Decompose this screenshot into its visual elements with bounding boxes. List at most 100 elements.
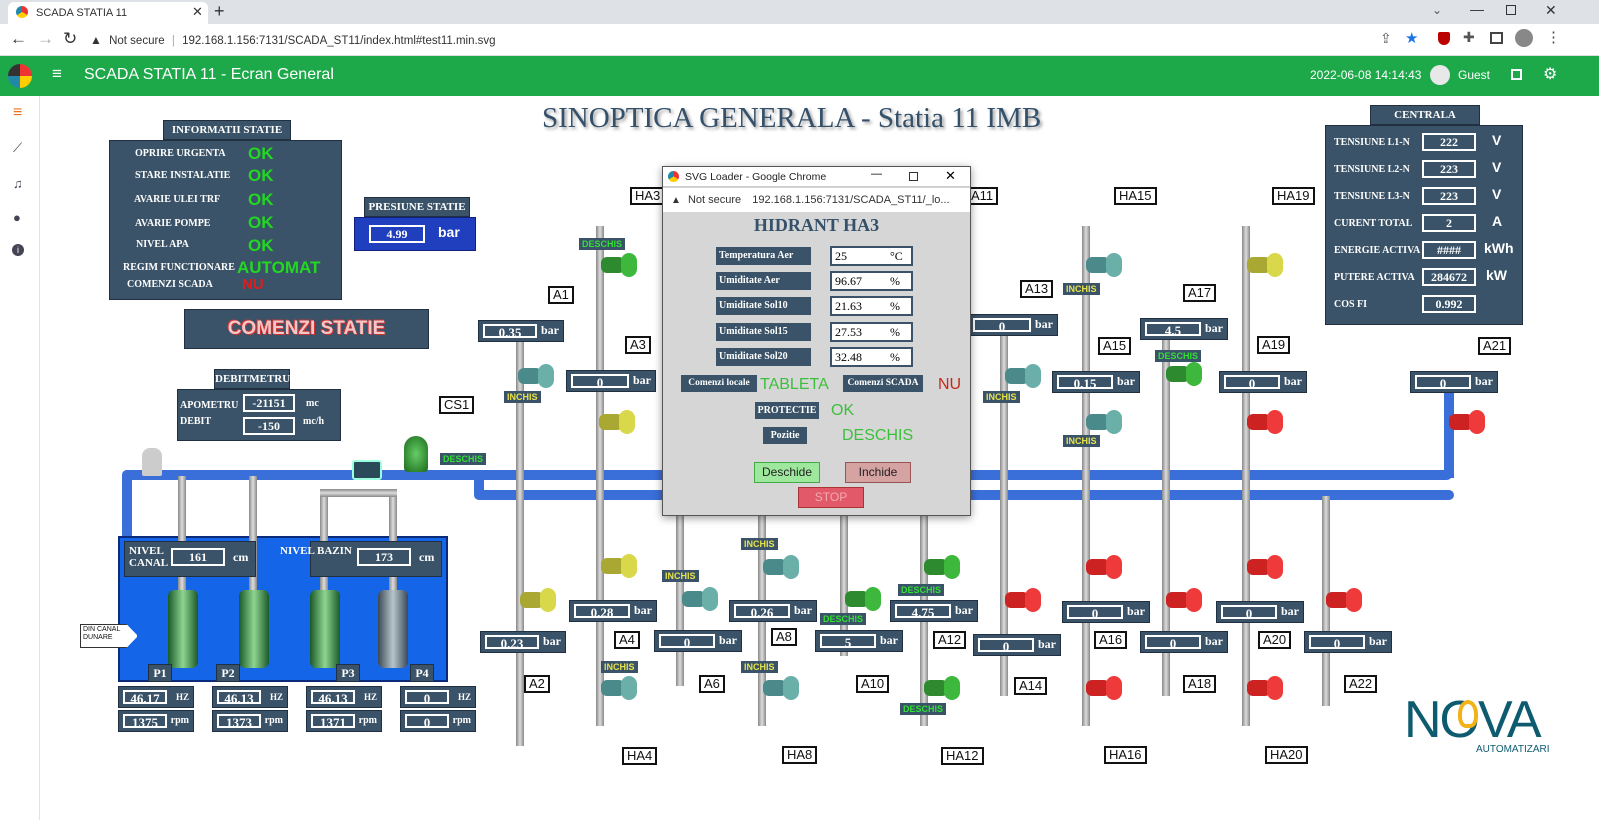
tag-a17[interactable]: A17 (1183, 284, 1217, 302)
valve-icon[interactable] (1080, 410, 1122, 434)
bell-icon[interactable]: ♫ (13, 176, 23, 191)
forward-icon[interactable]: → (37, 29, 54, 48)
restore-icon[interactable] (1506, 5, 1516, 15)
tag-a4[interactable]: A4 (614, 631, 640, 649)
tag-a21[interactable]: A21 (1478, 337, 1512, 355)
valve-icon[interactable] (1080, 676, 1122, 700)
valve-icon[interactable] (839, 587, 881, 611)
pump-rpm-value: 1375 (123, 714, 167, 729)
valve-icon[interactable] (676, 587, 718, 611)
tag-a14[interactable]: A14 (1014, 677, 1048, 695)
bookmark-star-icon[interactable]: ★ (1405, 30, 1419, 47)
profile-icon[interactable] (1515, 29, 1533, 47)
tag-a20[interactable]: A20 (1258, 631, 1292, 649)
valve-icon[interactable] (514, 588, 556, 612)
tag-ha4[interactable]: HA4 (622, 747, 658, 765)
pump-pipe (249, 476, 257, 596)
address-bar[interactable]: ▲ Not secure | 192.168.1.156:7131/SCADA_… (90, 33, 496, 47)
gear-icon[interactable]: ⚙ (1543, 66, 1558, 83)
info-icon[interactable]: i (12, 244, 24, 256)
user-name[interactable]: Guest (1458, 68, 1491, 82)
valve-icon[interactable] (1241, 555, 1283, 579)
share-icon[interactable]: ⇪ (1380, 30, 1392, 46)
chevron-down-icon[interactable]: ⌄ (1432, 3, 1443, 17)
tag-a8[interactable]: A8 (771, 628, 797, 646)
menu-dots-icon[interactable]: ⋮ (1546, 29, 1561, 46)
tag-ha3[interactable]: HA3 (630, 187, 666, 205)
tag-a13[interactable]: A13 (1020, 280, 1054, 298)
cs1-tag[interactable]: CS1 (439, 396, 475, 414)
extensions-icon[interactable]: ✚ (1463, 29, 1475, 45)
state-badge: DESCHIS (820, 613, 867, 625)
tag-a1[interactable]: A1 (548, 286, 574, 304)
valve-icon[interactable] (512, 364, 554, 388)
valve-icon[interactable] (999, 588, 1041, 612)
valve-icon[interactable] (595, 253, 637, 277)
pump-p2-icon[interactable] (239, 590, 269, 668)
inchide-button[interactable]: Inchide (845, 462, 911, 483)
avatar[interactable] (1430, 65, 1450, 85)
tag-a11[interactable]: A11 (966, 187, 999, 205)
pump-p1-icon[interactable] (168, 590, 198, 668)
tag-a10[interactable]: A10 (856, 675, 890, 693)
valve-icon[interactable] (1241, 410, 1283, 434)
valve-icon[interactable] (595, 676, 637, 700)
valve-icon[interactable] (1160, 588, 1202, 612)
reload-icon[interactable]: ↻ (63, 29, 78, 48)
cs1-valve-icon[interactable] (404, 436, 428, 472)
dialog-maximize-icon[interactable] (909, 172, 918, 181)
tag-ha15[interactable]: HA15 (1114, 187, 1157, 205)
tag-ha12[interactable]: HA12 (941, 747, 984, 765)
back-icon[interactable]: ← (10, 29, 27, 48)
tag-a15[interactable]: A15 (1098, 337, 1132, 355)
comenzi-statie-button[interactable]: COMENZI STATIE (184, 309, 429, 349)
valve-icon[interactable] (1080, 253, 1122, 277)
user-icon[interactable]: ● (13, 210, 21, 225)
tag-ha19[interactable]: HA19 (1272, 187, 1315, 205)
tag-a19[interactable]: A19 (1257, 336, 1291, 354)
valve-icon[interactable] (1241, 253, 1283, 277)
sidepanel-icon[interactable] (1490, 32, 1503, 44)
tag-a16[interactable]: A16 (1094, 631, 1128, 649)
tag-ha8[interactable]: HA8 (782, 746, 818, 764)
tag-a2[interactable]: A2 (524, 675, 550, 693)
sensor-value: 0 (1224, 375, 1280, 390)
tag-a22[interactable]: A22 (1344, 675, 1378, 693)
tag-a3[interactable]: A3 (625, 336, 651, 354)
dialog-close-icon[interactable]: ✕ (945, 168, 956, 183)
valve-icon[interactable] (1080, 555, 1122, 579)
pump-p4-icon[interactable] (378, 590, 408, 668)
minimize-icon[interactable]: — (1470, 1, 1484, 17)
ublock-icon[interactable] (1438, 32, 1450, 45)
close-tab-icon[interactable]: ✕ (192, 4, 203, 19)
tag-a6[interactable]: A6 (699, 675, 725, 693)
close-window-icon[interactable]: ✕ (1545, 2, 1557, 18)
deschide-button[interactable]: Deschide (754, 462, 820, 483)
valve-icon[interactable] (918, 555, 960, 579)
valve-icon[interactable] (918, 676, 960, 700)
lightbulb-icon (1458, 700, 1478, 728)
valve-icon[interactable] (1320, 588, 1362, 612)
menu-icon[interactable]: ≡ (13, 104, 23, 121)
tag-ha16[interactable]: HA16 (1104, 746, 1147, 764)
valve-icon[interactable] (757, 555, 799, 579)
new-tab-icon[interactable]: + (214, 1, 225, 21)
valve-icon[interactable] (593, 410, 635, 434)
valve-icon[interactable] (757, 676, 799, 700)
valve-icon[interactable] (1241, 676, 1283, 700)
stop-button[interactable]: STOP (798, 487, 864, 508)
sensor-value: 0 (1415, 375, 1471, 390)
browser-tab[interactable]: SCADA STATIA 11 ✕ (8, 2, 208, 24)
pump-p3-icon[interactable] (310, 590, 340, 668)
chart-icon[interactable]: ⟋ (13, 140, 23, 155)
valve-icon[interactable] (1443, 410, 1485, 434)
hamburger-menu-icon[interactable]: ≡ (52, 64, 62, 83)
tag-ha20[interactable]: HA20 (1265, 746, 1308, 764)
valve-icon[interactable] (999, 364, 1041, 388)
tag-a12[interactable]: A12 (933, 631, 967, 649)
tag-a18[interactable]: A18 (1183, 675, 1217, 693)
layout-icon[interactable] (1511, 69, 1522, 80)
valve-icon[interactable] (595, 554, 637, 578)
valve-icon[interactable] (1160, 362, 1202, 386)
dialog-minimize-icon[interactable]: — (871, 168, 882, 180)
